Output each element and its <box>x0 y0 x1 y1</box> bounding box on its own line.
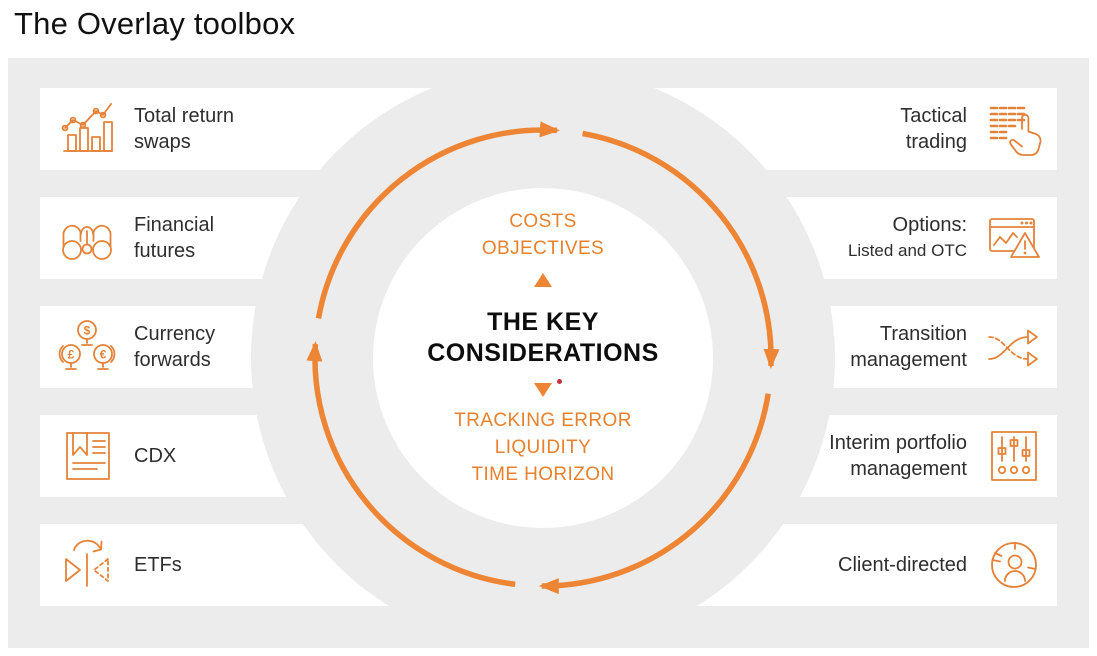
item-label: futures <box>134 240 196 262</box>
item-label: Financial <box>134 214 215 236</box>
item-label: swaps <box>134 131 191 153</box>
item-label: forwards <box>134 349 211 371</box>
hand-data-grid-icon <box>983 98 1045 160</box>
bar-line-chart-icon <box>56 98 118 160</box>
item-label: Client-directed <box>838 554 967 576</box>
item-label: management <box>850 349 967 371</box>
svg-text:€: € <box>100 348 107 362</box>
objectives-label: OBJECTIVES <box>481 238 605 259</box>
item-label: Interim portfolio <box>829 432 967 454</box>
liquidity-label: LIQUIDITY <box>494 437 592 458</box>
document-bookmark-icon <box>56 425 118 487</box>
key-considerations-block: COSTS OBJECTIVES THE KEY CONSIDERATIONS … <box>343 208 743 488</box>
footnote-dot <box>557 379 562 384</box>
svg-text:£: £ <box>68 348 75 362</box>
triangle-down-icon <box>531 379 562 399</box>
binoculars-icon <box>56 207 118 269</box>
person-wheel-icon <box>983 534 1045 596</box>
window-warning-chart-icon <box>983 207 1045 269</box>
row-cdx: CDX <box>40 415 1057 497</box>
item-label: CDX <box>134 445 177 467</box>
sliders-icon <box>983 425 1045 487</box>
row-options-listed-otc: Options: Listed and OTC <box>40 197 1057 279</box>
row-currency-forwards: $ £ € Currency forwards <box>40 306 1057 388</box>
item-label: ETFs <box>134 554 182 576</box>
toolbox-panel: COSTS OBJECTIVES THE KEY CONSIDERATIONS … <box>8 58 1089 648</box>
row-etfs: ETFs <box>40 524 1057 606</box>
row-interim-portfolio-management: Interim portfolio management <box>40 415 1057 497</box>
swap-triangles-icon <box>56 534 118 596</box>
item-label: Currency <box>134 323 216 345</box>
triangle-up-icon <box>534 273 552 287</box>
row-financial-futures: Financial futures <box>40 197 1057 279</box>
crossing-arrows-icon <box>983 316 1045 378</box>
costs-label: COSTS <box>509 211 577 232</box>
item-label: Total return <box>134 105 235 127</box>
item-label: management <box>850 458 967 480</box>
currency-coins-icon: $ £ € <box>56 316 118 378</box>
key-title-line1: THE KEY <box>487 308 599 336</box>
item-label: trading <box>905 131 967 153</box>
time-horizon-label: TIME HORIZON <box>471 464 615 485</box>
page-title: The Overlay toolbox <box>14 6 296 41</box>
row-tactical-trading: Tactical trading <box>40 88 1057 170</box>
tracking-error-label: TRACKING ERROR <box>454 410 632 431</box>
svg-text:$: $ <box>84 324 91 338</box>
row-total-return-swaps: Total return swaps <box>40 88 1057 170</box>
key-title-line2: CONSIDERATIONS <box>427 339 659 367</box>
item-label: Listed and OTC <box>847 241 967 260</box>
item-label: Transition <box>879 323 967 345</box>
row-transition-management: Transition management <box>40 306 1057 388</box>
item-label: Tactical <box>900 105 967 127</box>
row-client-directed: Client-directed <box>40 524 1057 606</box>
item-label: Options: <box>892 214 967 236</box>
